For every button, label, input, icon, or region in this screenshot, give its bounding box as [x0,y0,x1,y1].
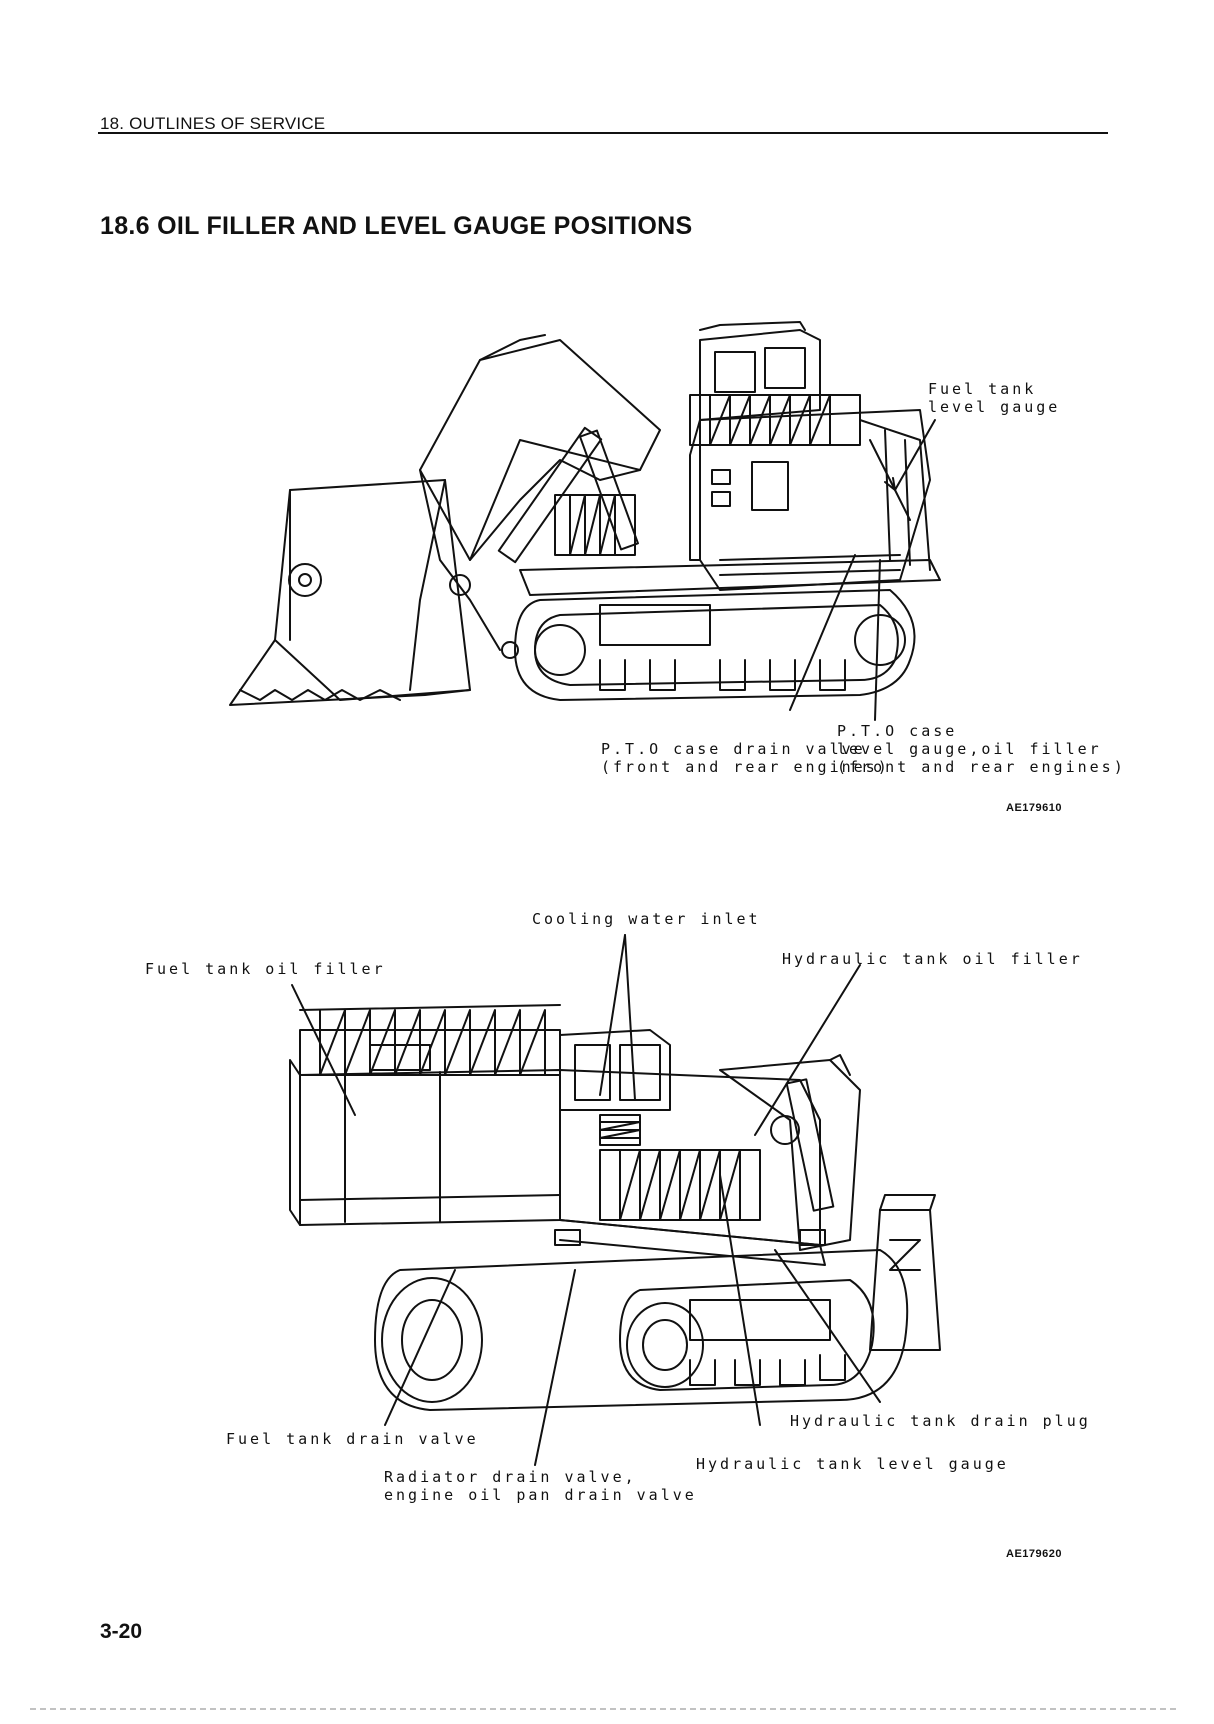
label-pto-case-level-gauge-oil-filler: P.T.O case level gauge,oil filler (front… [837,722,1126,776]
label-fuel-tank-oil-filler: Fuel tank oil filler [145,960,386,978]
label-fuel-tank-drain-valve: Fuel tank drain valve [226,1430,479,1448]
figure-2-code: AE179620 [1006,1548,1062,1560]
scan-edge-artifact [30,1708,1180,1710]
label-cooling-water-inlet: Cooling water inlet [532,910,761,928]
label-pto-case-drain-valve: P.T.O case drain valve (front and rear e… [601,740,890,776]
header-rule [98,132,1108,134]
page-number: 3-20 [100,1620,143,1643]
page-title: 18.6 OIL FILLER AND LEVEL GAUGE POSITION… [100,212,693,240]
figure-1-code: AE179610 [1006,802,1062,814]
label-hydraulic-tank-level-gauge: Hydraulic tank level gauge [696,1455,1009,1473]
label-fuel-tank-level-gauge: Fuel tank level gauge [928,380,1061,416]
label-radiator-engine-oil-pan-drain-valve: Radiator drain valve, engine oil pan dra… [384,1468,697,1504]
label-hydraulic-tank-drain-plug: Hydraulic tank drain plug [790,1412,1091,1430]
label-hydraulic-tank-oil-filler: Hydraulic tank oil filler [782,950,1083,968]
section-header: 18. OUTLINES OF SERVICE [100,114,326,133]
